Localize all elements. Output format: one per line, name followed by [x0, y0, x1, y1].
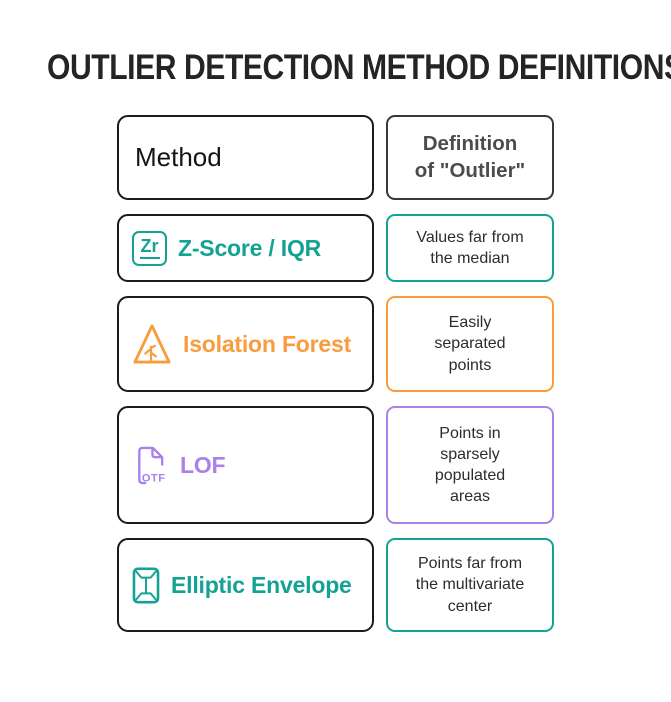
definition-text-lof: Points in sparsely populated areas	[434, 424, 506, 506]
method-card-lof: OTF LOF	[117, 406, 374, 524]
table-header-row: Method Definition of "Outlier"	[117, 115, 671, 200]
definition-card-elliptic-envelope: Points far from the multivariate center	[386, 538, 554, 632]
method-header-label: Method	[135, 142, 222, 172]
table-row-lof: OTF LOF Points in sparsely populated are…	[117, 406, 671, 524]
zr-element-badge-icon: Zr	[132, 230, 167, 266]
definition-text-zscore: Values far from the median	[416, 228, 524, 267]
method-card-isolation-forest: Isolation Forest	[117, 296, 374, 392]
table-row-zscore: Zr Z-Score / IQR Values far from the med…	[117, 214, 671, 282]
envelope-icon	[132, 567, 160, 604]
method-column-header: Method	[117, 115, 374, 200]
definition-card-zscore: Values far from the median	[386, 214, 554, 282]
table-row-isolation-forest: Isolation Forest Easily separated points	[117, 296, 671, 392]
page-title: OUTLIER DETECTION METHOD DEFINITIONS	[46, 48, 671, 87]
method-card-zscore: Zr Z-Score / IQR	[117, 214, 374, 282]
definition-text-isolation-forest: Easily separated points	[434, 314, 506, 374]
method-label-elliptic-envelope: Elliptic Envelope	[171, 571, 352, 598]
method-card-elliptic-envelope: Elliptic Envelope	[117, 538, 374, 632]
method-label-zscore: Z-Score / IQR	[178, 234, 322, 261]
method-label-isolation-forest: Isolation Forest	[183, 330, 352, 357]
infographic-page: OUTLIER DETECTION METHOD DEFINITIONS Met…	[0, 50, 671, 702]
definition-text-elliptic-envelope: Points far from the multivariate center	[415, 555, 525, 615]
definitions-table: Method Definition of "Outlier" Zr Z-Scor…	[117, 115, 671, 632]
definition-header-label: Definition of "Outlier"	[414, 132, 526, 182]
definition-card-lof: Points in sparsely populated areas	[386, 406, 554, 524]
isolation-tree-triangle-icon	[132, 321, 172, 367]
otf-file-icon: OTF	[132, 444, 169, 487]
method-label-lof: LOF	[180, 451, 226, 478]
svg-text:OTF: OTF	[142, 472, 166, 484]
table-row-elliptic-envelope: Elliptic Envelope Points far from the mu…	[117, 538, 671, 632]
definition-card-isolation-forest: Easily separated points	[386, 296, 554, 392]
definition-column-header: Definition of "Outlier"	[386, 115, 554, 200]
